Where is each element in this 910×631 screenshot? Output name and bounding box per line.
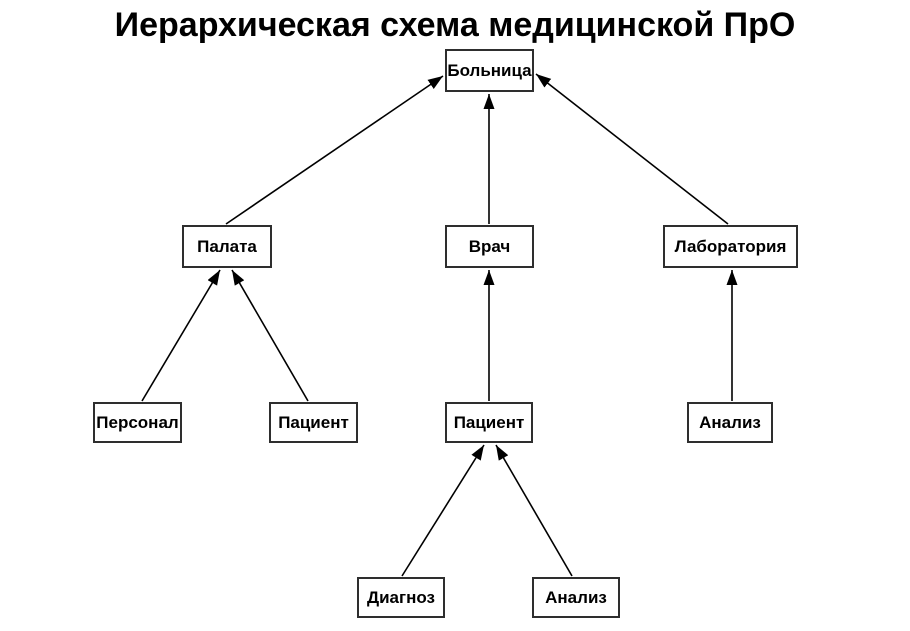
node-patsient-palata: Пациент	[269, 402, 358, 443]
edge-laboratoriya-bolnitsa	[535, 73, 729, 225]
node-analiz-laboratoriya: Анализ	[687, 402, 773, 443]
node-personal: Персонал	[93, 402, 182, 443]
diagram-title: Иерархическая схема медицинской ПрО	[114, 6, 796, 44]
edge-personal-palata	[141, 269, 221, 402]
node-patsient-vrach: Пациент	[445, 402, 533, 443]
edge-palata-bolnitsa	[225, 75, 444, 225]
node-bolnitsa: Больница	[445, 49, 534, 92]
node-laboratoriya: Лаборатория	[663, 225, 798, 268]
node-analiz-patsient: Анализ	[532, 577, 620, 618]
edge-patsient-palata	[231, 269, 309, 402]
node-vrach: Врач	[445, 225, 534, 268]
node-diagnoz: Диагноз	[357, 577, 445, 618]
edge-diagnoz-patsient	[401, 444, 485, 577]
node-palata: Палата	[182, 225, 272, 268]
edge-analiz-patsient	[495, 444, 573, 577]
